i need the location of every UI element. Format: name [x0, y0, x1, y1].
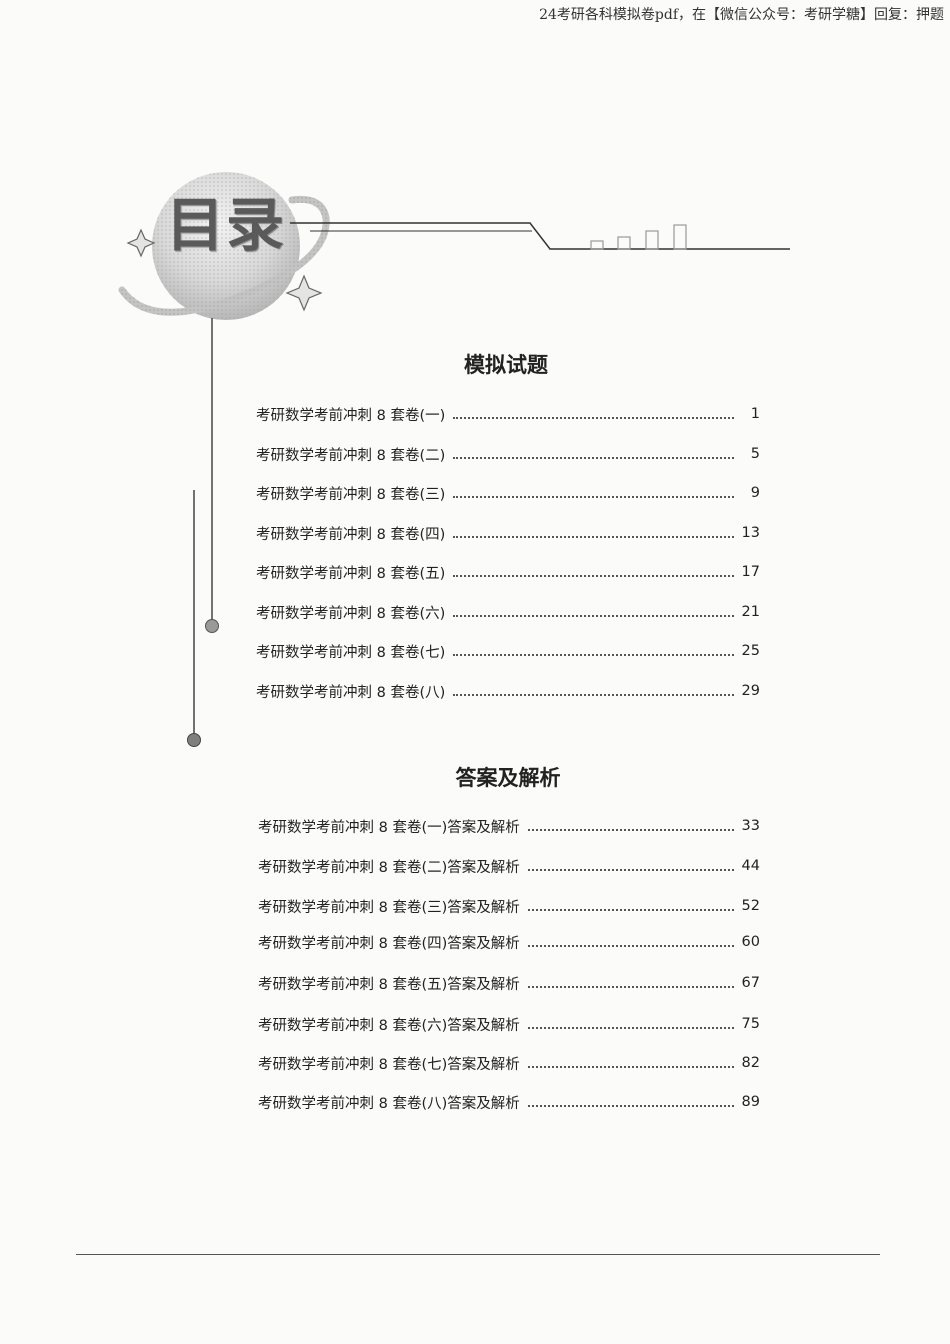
toc-page-number: 21: [741, 604, 760, 620]
toc-page-number: 5: [750, 446, 760, 462]
toc-item[interactable]: 考研数学考前冲刺 8 套卷(二) 5: [256, 443, 760, 465]
toc-item[interactable]: 考研数学考前冲刺 8 套卷(六)答案及解析 75: [258, 1013, 760, 1035]
toc-item[interactable]: 考研数学考前冲刺 8 套卷(八) 29: [256, 680, 760, 702]
toc-item-label: 考研数学考前冲刺 8 套卷(八)答案及解析: [258, 1095, 520, 1112]
toc-leader-dots: [453, 457, 734, 459]
toc-page-number: 52: [741, 898, 760, 914]
toc-leader-dots: [527, 1027, 734, 1029]
watermark-text: 24考研各科模拟卷pdf，在【微信公众号：考研学糖】回复：押题: [539, 7, 944, 23]
header-rule: [290, 222, 790, 250]
section-heading-mock-tests: 模拟试题: [464, 353, 548, 377]
toc-item-label: 考研数学考前冲刺 8 套卷(五): [256, 565, 446, 582]
toc-item-label: 考研数学考前冲刺 8 套卷(一)答案及解析: [258, 819, 520, 836]
toc-item-label: 考研数学考前冲刺 8 套卷(一): [256, 407, 446, 424]
toc-page-number: 33: [741, 818, 760, 834]
toc-page-number: 60: [741, 934, 760, 950]
toc-item[interactable]: 考研数学考前冲刺 8 套卷(七)答案及解析 82: [258, 1052, 760, 1074]
bead-icon: [205, 619, 219, 633]
toc-leader-dots: [453, 536, 734, 538]
toc-leader-dots: [527, 986, 734, 988]
toc-item[interactable]: 考研数学考前冲刺 8 套卷(八)答案及解析 89: [258, 1091, 760, 1113]
toc-page-number: 9: [750, 485, 760, 501]
toc-page-number: 13: [741, 525, 760, 541]
toc-leader-dots: [527, 909, 734, 911]
globe-icon: [118, 172, 330, 320]
toc-item-label: 考研数学考前冲刺 8 套卷(二): [256, 447, 446, 464]
toc-page-number: 82: [741, 1055, 760, 1071]
bead-icon: [187, 733, 201, 747]
toc-item[interactable]: 考研数学考前冲刺 8 套卷(一) 1: [256, 403, 760, 425]
toc-item[interactable]: 考研数学考前冲刺 8 套卷(三) 9: [256, 482, 760, 504]
toc-page-number: 67: [741, 975, 760, 991]
toc-leader-dots: [453, 694, 734, 696]
toc-item-label: 考研数学考前冲刺 8 套卷(三)答案及解析: [258, 899, 520, 916]
toc-item-label: 考研数学考前冲刺 8 套卷(三): [256, 486, 446, 503]
toc-item-label: 考研数学考前冲刺 8 套卷(六)答案及解析: [258, 1017, 520, 1034]
toc-item-label: 考研数学考前冲刺 8 套卷(六): [256, 605, 446, 622]
toc-item[interactable]: 考研数学考前冲刺 8 套卷(六) 21: [256, 601, 760, 623]
toc-item-label: 考研数学考前冲刺 8 套卷(二)答案及解析: [258, 859, 520, 876]
toc-item-label: 考研数学考前冲刺 8 套卷(八): [256, 684, 446, 701]
bar-decoration: [590, 224, 687, 250]
sparkle-icon: [126, 228, 156, 258]
toc-page-number: 17: [741, 564, 760, 580]
toc-item[interactable]: 考研数学考前冲刺 8 套卷(二)答案及解析 44: [258, 855, 760, 877]
toc-item-label: 考研数学考前冲刺 8 套卷(五)答案及解析: [258, 976, 520, 993]
toc-leader-dots: [527, 945, 734, 947]
toc-leader-dots: [453, 575, 734, 577]
sparkle-icon: [285, 274, 323, 312]
toc-page-number: 75: [741, 1016, 760, 1032]
toc-item-label: 考研数学考前冲刺 8 套卷(四): [256, 526, 446, 543]
toc-leader-dots: [527, 1105, 734, 1107]
toc-item[interactable]: 考研数学考前冲刺 8 套卷(四) 13: [256, 522, 760, 544]
toc-item[interactable]: 考研数学考前冲刺 8 套卷(一)答案及解析 33: [258, 815, 760, 837]
toc-leader-dots: [453, 417, 734, 419]
toc-leader-dots: [527, 869, 734, 871]
toc-leader-dots: [453, 615, 734, 617]
toc-item-label: 考研数学考前冲刺 8 套卷(七): [256, 644, 446, 661]
toc-item[interactable]: 考研数学考前冲刺 8 套卷(七) 25: [256, 640, 760, 662]
header-graphic: [118, 172, 790, 747]
toc-leader-dots: [453, 654, 734, 656]
toc-leader-dots: [527, 1066, 734, 1068]
toc-page-number: 25: [741, 643, 760, 659]
toc-item-label: 考研数学考前冲刺 8 套卷(四)答案及解析: [258, 935, 520, 952]
toc-page-number: 89: [741, 1094, 760, 1110]
page-title: 目录: [166, 191, 287, 259]
toc-leader-dots: [453, 496, 734, 498]
toc-page-number: 29: [741, 683, 760, 699]
toc-item[interactable]: 考研数学考前冲刺 8 套卷(五)答案及解析 67: [258, 972, 760, 994]
toc-item-label: 考研数学考前冲刺 8 套卷(七)答案及解析: [258, 1056, 520, 1073]
toc-item[interactable]: 考研数学考前冲刺 8 套卷(三)答案及解析 52: [258, 895, 760, 917]
toc-page-number: 1: [750, 406, 760, 422]
footer-rule: [76, 1254, 880, 1255]
section-heading-answers: 答案及解析: [455, 766, 561, 790]
toc-item[interactable]: 考研数学考前冲刺 8 套卷(五) 17: [256, 561, 760, 583]
toc-leader-dots: [527, 829, 734, 831]
toc-item[interactable]: 考研数学考前冲刺 8 套卷(四)答案及解析 60: [258, 931, 760, 953]
toc-page-number: 44: [741, 858, 760, 874]
